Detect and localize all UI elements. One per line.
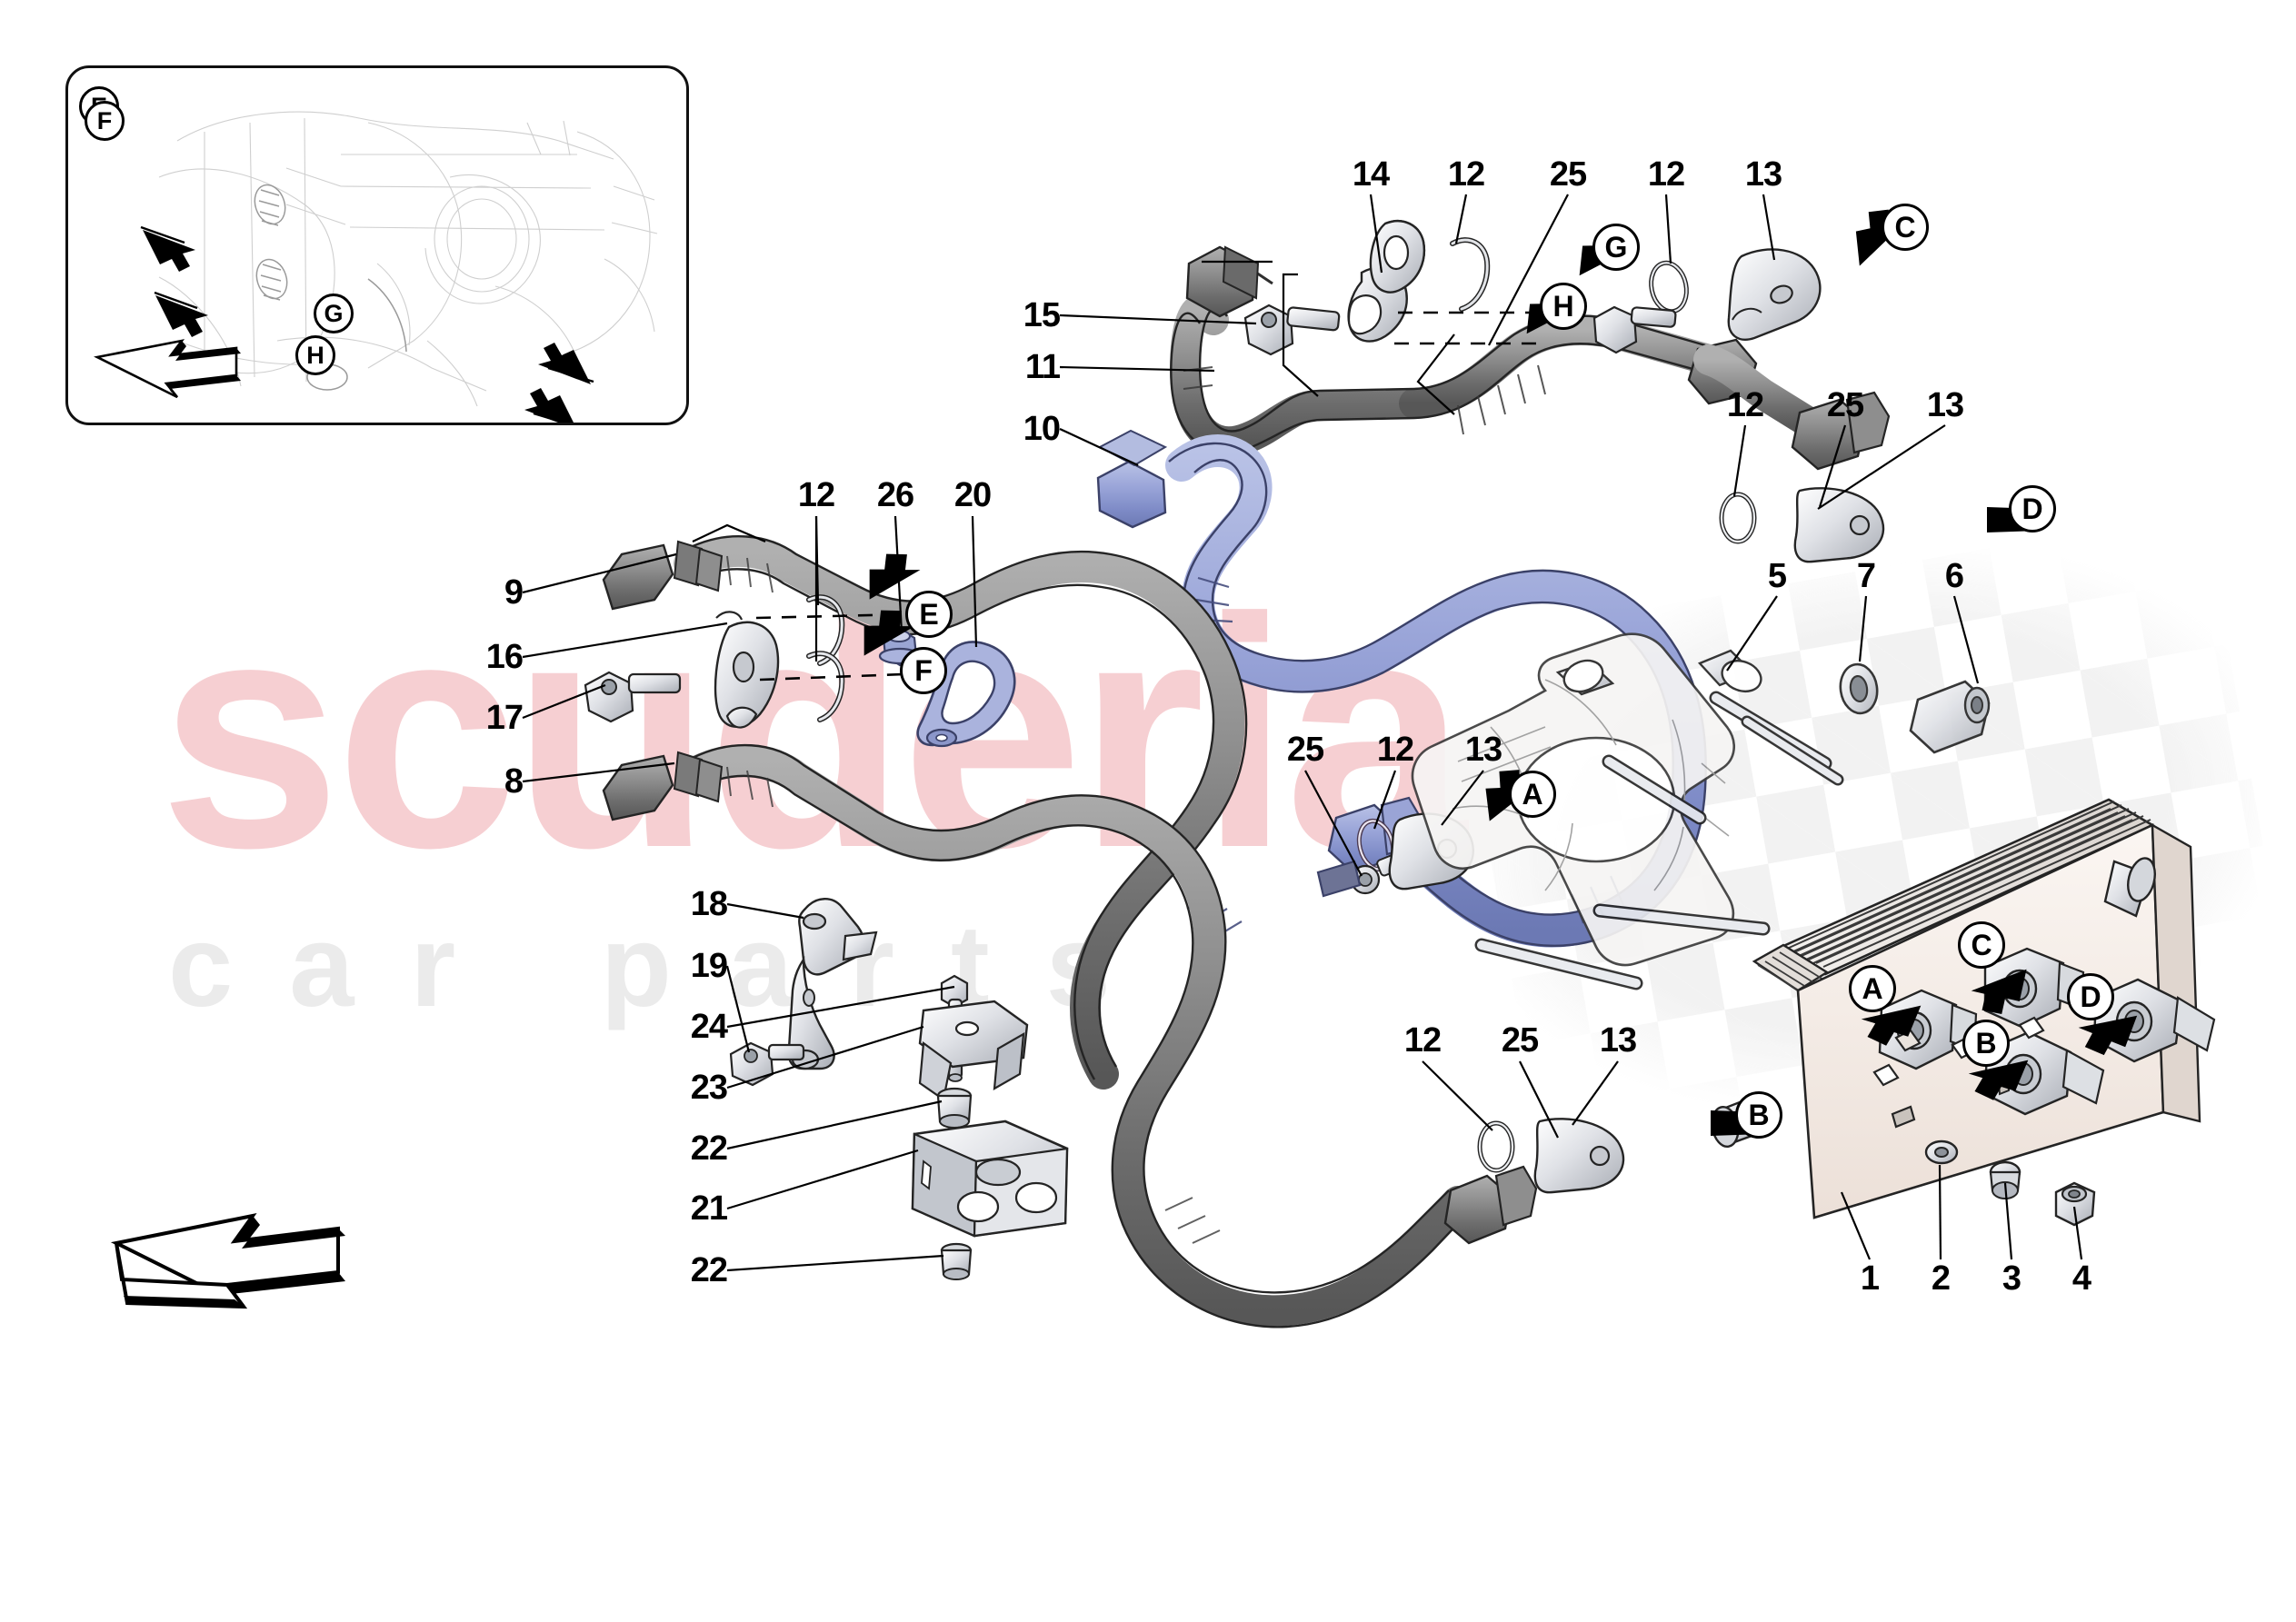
clamp-16 bbox=[714, 611, 780, 729]
reference-bubble-D-cooler: D bbox=[2067, 973, 2114, 1020]
retaining-clip-12-top bbox=[1450, 237, 1491, 312]
reference-bubble-C: C bbox=[1882, 204, 1929, 251]
hose-to-D bbox=[1693, 344, 1891, 471]
hose-8 bbox=[602, 743, 1538, 1328]
reference-bubble-E: E bbox=[905, 591, 953, 638]
washer-2 bbox=[1924, 1139, 1959, 1165]
part-label: 13 bbox=[1599, 1021, 1637, 1060]
fastener-group-left bbox=[584, 594, 845, 729]
reference-bubble-B: B bbox=[1735, 1091, 1782, 1139]
inset-ghost-drawing bbox=[93, 111, 658, 423]
oil-cooler-radiator-1 bbox=[1711, 798, 2216, 1219]
part-label: 13 bbox=[1744, 155, 1782, 194]
reference-bubble-B-cooler: B bbox=[1962, 1020, 2010, 1067]
bracket-13-top bbox=[1727, 248, 1822, 341]
hose-11-upper bbox=[1170, 245, 1758, 458]
clamp-14 bbox=[1347, 220, 1426, 343]
hose-10-fitting bbox=[1096, 429, 1168, 529]
part-label: 11 bbox=[1024, 348, 1061, 386]
part-label: 13 bbox=[1464, 731, 1502, 769]
part-label: 25 bbox=[1501, 1021, 1539, 1060]
reference-bubble-A: A bbox=[1509, 771, 1556, 818]
part-label: 15 bbox=[1023, 296, 1061, 334]
washer-7 bbox=[1839, 662, 1879, 715]
o-ring-12-B bbox=[1477, 1120, 1515, 1173]
part-label: 21 bbox=[690, 1189, 728, 1228]
location-reference-inset: E F G H bbox=[65, 65, 689, 425]
part-label: 22 bbox=[690, 1251, 728, 1289]
part-label: 1 bbox=[1860, 1259, 1880, 1298]
reference-bubble-F: F bbox=[900, 647, 947, 694]
clip-23 bbox=[918, 1000, 1029, 1101]
part-label: 8 bbox=[504, 762, 524, 801]
part-label: 12 bbox=[797, 476, 835, 514]
part-label: 16 bbox=[485, 638, 524, 676]
part-label: 12 bbox=[1726, 386, 1764, 424]
reference-bubble-C-cooler: C bbox=[1958, 921, 2005, 969]
part-label: 13 bbox=[1926, 386, 1964, 424]
reference-bubble-A-cooler: A bbox=[1849, 965, 1896, 1012]
inset-callout-F: F bbox=[85, 101, 125, 141]
fastener-group-D bbox=[1719, 487, 1885, 563]
part-label: 12 bbox=[1376, 731, 1414, 769]
part-label: 5 bbox=[1767, 557, 1787, 595]
part-label: 20 bbox=[953, 476, 992, 514]
bolt-19 bbox=[729, 1041, 805, 1087]
part-label: 17 bbox=[485, 699, 524, 737]
reference-bubble-H: H bbox=[1540, 283, 1587, 330]
inset-callout-G: G bbox=[314, 294, 354, 333]
bracket-13-D bbox=[1793, 487, 1885, 563]
part-label: 23 bbox=[690, 1069, 728, 1107]
part-label: 9 bbox=[504, 573, 524, 612]
bolt-25-top bbox=[1592, 305, 1677, 354]
nut-4 bbox=[2054, 1181, 2096, 1227]
bracket-rods bbox=[1474, 691, 1844, 990]
part-label: 25 bbox=[1549, 155, 1587, 194]
bolt-15 bbox=[1243, 304, 1341, 356]
o-ring-12-D bbox=[1719, 492, 1757, 544]
part-label: 25 bbox=[1286, 731, 1324, 769]
part-label: 3 bbox=[2002, 1259, 2021, 1298]
reference-arrows bbox=[863, 209, 2138, 1136]
part-label: 10 bbox=[1023, 410, 1061, 448]
part-label: 2 bbox=[1931, 1259, 1951, 1298]
o-ring-12-top-right bbox=[1649, 260, 1689, 314]
part-label: 6 bbox=[1944, 557, 1964, 595]
part-label: 14 bbox=[1352, 155, 1390, 194]
inset-callout-H: H bbox=[295, 335, 335, 375]
part-label: 26 bbox=[876, 476, 914, 514]
part-label: 12 bbox=[1403, 1021, 1442, 1060]
grommet-22-lower bbox=[940, 1242, 973, 1280]
support-bracket-assembly bbox=[1411, 632, 1991, 990]
part-label: 25 bbox=[1826, 386, 1864, 424]
part-label: 4 bbox=[2071, 1259, 2091, 1298]
bracket-13-B bbox=[1533, 1118, 1625, 1194]
part-label: 12 bbox=[1447, 155, 1485, 194]
part-label: 19 bbox=[690, 947, 728, 985]
fastener-group-top bbox=[1243, 220, 1822, 356]
hose-9-fitting bbox=[602, 540, 724, 611]
leader-lines bbox=[522, 194, 2083, 1272]
bushing-3 bbox=[1989, 1160, 2021, 1199]
mount-block-21 bbox=[911, 1119, 1069, 1238]
reference-bubble-D: D bbox=[2009, 485, 2056, 532]
bracket-18 bbox=[787, 898, 878, 1070]
hose-9 bbox=[602, 535, 1248, 1090]
hose-8-fitting bbox=[602, 751, 724, 821]
bolt-17 bbox=[584, 671, 682, 723]
part-label: 12 bbox=[1647, 155, 1685, 194]
reference-bubble-G: G bbox=[1592, 224, 1640, 271]
part-label: 24 bbox=[690, 1008, 728, 1046]
part-label: 18 bbox=[690, 885, 728, 923]
grommet-22-upper bbox=[936, 1087, 973, 1129]
orientation-arrow bbox=[110, 1213, 345, 1309]
part-label: 7 bbox=[1856, 557, 1876, 595]
part-label: 22 bbox=[690, 1129, 728, 1168]
spacer-6 bbox=[1909, 680, 1991, 754]
hose-11-fitting-left bbox=[1185, 245, 1260, 318]
